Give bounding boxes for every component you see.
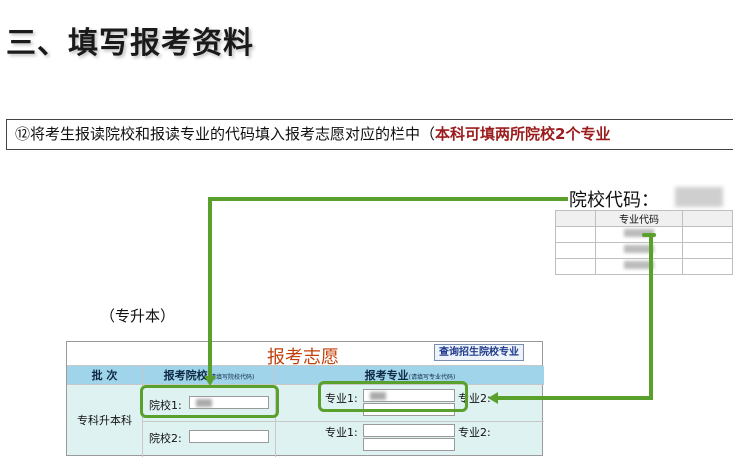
connector-line	[498, 396, 653, 400]
arrow-down-icon	[204, 376, 216, 386]
school2-label: 院校2:	[149, 432, 182, 445]
blurred-major-code	[594, 258, 684, 275]
connector-line	[649, 236, 653, 400]
form-title: 报考志愿	[267, 347, 339, 368]
batch-value: 专科升本科	[67, 385, 143, 457]
major1b-input-extra[interactable]	[363, 438, 455, 451]
major1-label: 专业1:	[325, 392, 358, 405]
instruction-text: ⑫将考生报读院校和报读专业的代码填入报考志愿对应的栏中（	[15, 125, 436, 143]
school1-label: 院校1:	[149, 399, 182, 412]
sheet-title: 院校代码：	[569, 190, 659, 211]
batch-side-label: （专升本）	[100, 307, 176, 325]
blurred-major-code	[594, 226, 684, 243]
school2-input[interactable]	[189, 430, 269, 443]
major1b-input[interactable]	[363, 424, 455, 437]
sheet-header-blank	[555, 210, 596, 227]
arrow-left-icon	[488, 392, 498, 404]
major1-input[interactable]	[363, 389, 455, 402]
instruction-highlight: 本科可填两所院校2个专业	[435, 125, 611, 143]
major2b-label: 专业2:	[458, 426, 491, 439]
blurred-school-code	[675, 187, 723, 207]
sheet-header-blank	[682, 210, 733, 227]
instruction-box: ⑫将考生报读院校和报读专业的代码填入报考志愿对应的栏中（本科可填两所院校2个专业	[6, 119, 733, 150]
school1-input[interactable]	[189, 396, 269, 409]
connector-line	[208, 197, 212, 377]
form-header: 报考志愿 查询招生院校专业	[67, 342, 542, 368]
code-sheet: 院校代码： 专业代码	[555, 183, 733, 276]
row-divider	[143, 421, 544, 422]
major1-highlight	[318, 381, 468, 412]
column-header-major: 报考专业(请填写专业代码)	[276, 366, 544, 385]
code-table: 专业代码	[555, 210, 733, 275]
school1-highlight	[140, 385, 279, 418]
major1b-label: 专业1:	[325, 426, 358, 439]
sheet-header-major-code: 专业代码	[594, 210, 684, 227]
connector-line	[642, 233, 656, 237]
application-form: 报考志愿 查询招生院校专业 批 次 报考院校(请填写院校代码) 报考专业(请填写…	[66, 341, 544, 457]
blurred-major-code	[594, 242, 684, 259]
page-title: 三、填写报考资料	[6, 26, 254, 61]
column-header-batch: 批 次	[67, 366, 143, 385]
query-schools-button[interactable]: 查询招生院校专业	[434, 344, 524, 361]
connector-line	[208, 197, 568, 201]
